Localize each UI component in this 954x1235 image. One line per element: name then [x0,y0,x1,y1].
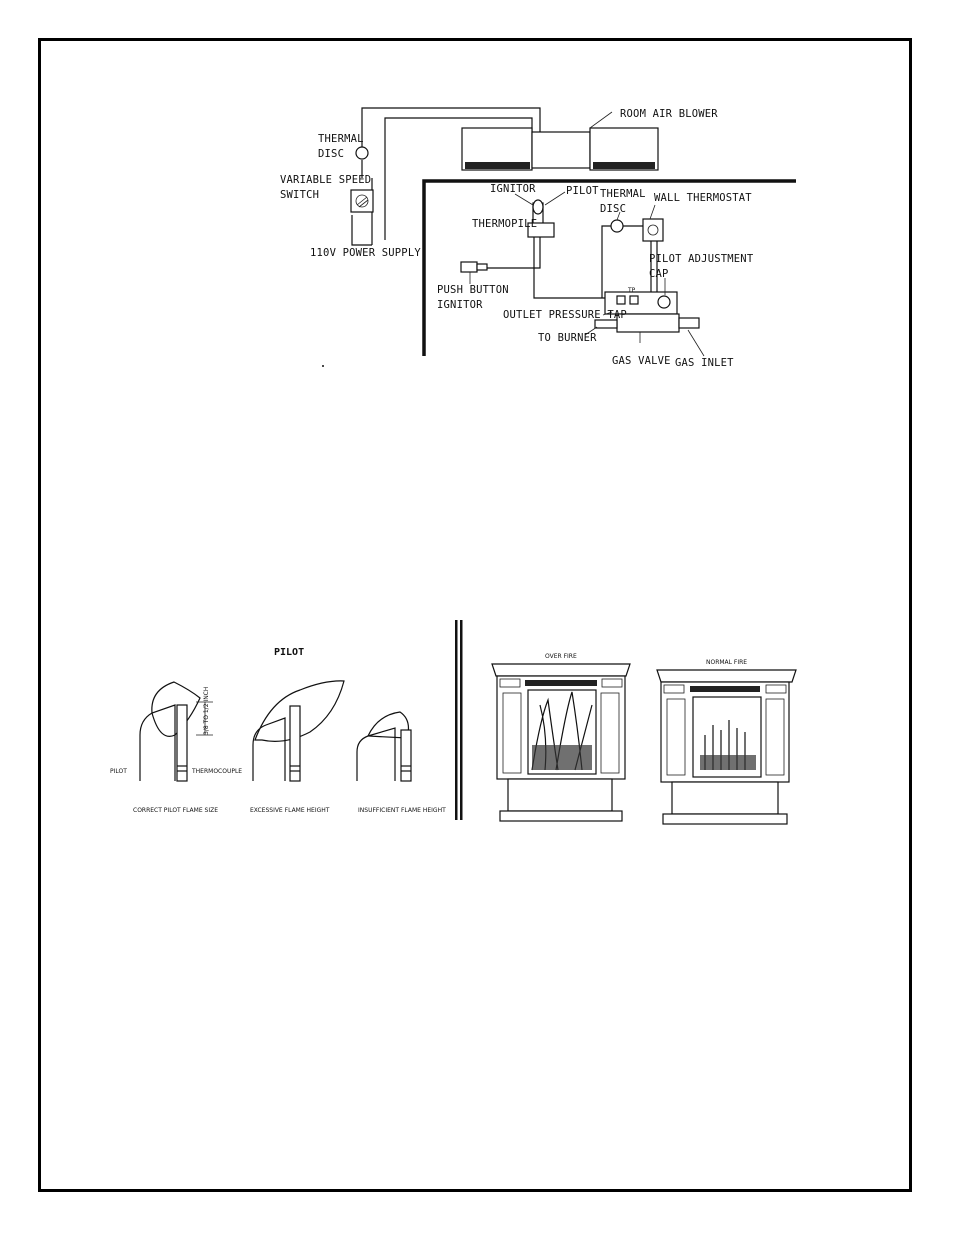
ignitor-wire [487,237,541,269]
label-measure: 3/8 TO 1/2 INCH [203,687,210,735]
label-push-button-b: IGNITOR [437,299,483,311]
push-button-ignitor-icon [460,261,478,273]
label-power-supply: 110V POWER SUPPLY [310,247,421,259]
label-to-burner: TO BURNER [538,332,597,344]
label-ignitor: IGNITOR [490,183,536,195]
label-outlet-pressure-tap: OUTLET PRESSURE TAP [503,309,627,321]
label-gas-inlet: GAS INLET [675,357,734,369]
label-push-button-a: PUSH BUTTON [437,284,509,296]
label-thermal-disc-2b: DISC [600,203,626,215]
label-over-fire: OVER FIRE [545,653,577,660]
thermocouple-rod [176,704,188,782]
wire-thermal-disc-to-blower [361,107,541,148]
firebox-wall [422,179,796,356]
thermal-disc-icon [355,146,369,160]
pilot-flame-diagram: PILOT 3/8 TO 1/2 INCH PILOT THERMOCOUPLE… [110,647,446,814]
label-pilot: PILOT [566,185,599,197]
label-pilot-adjustment-a: PILOT ADJUSTMENT [649,253,754,265]
insufficient-flame-figure: INSUFFICIENT FLAME HEIGHT [356,711,446,814]
wall-thermostat-icon [642,218,664,242]
burner-outlet-pipe [594,319,618,329]
pilot-adjustment-cap-icon [657,295,671,309]
label-room-air-blower: ROOM AIR BLOWER [620,108,718,120]
blower-shadow-right [593,162,655,169]
label-pilot-adjustment-b: CAP [649,268,669,280]
pilot-tube [533,237,605,299]
label-thermopile: THERMOPILE [472,218,537,230]
label-excessive: EXCESSIVE FLAME HEIGHT [250,807,330,814]
blower-motor [531,131,591,169]
over-fire-stove: OVER FIRE [491,653,631,822]
label-gas-valve: GAS VALVE [612,355,671,367]
label-pilot-part: PILOT [110,768,127,775]
thermal-disc-wire [601,225,611,298]
correct-flame-icon [151,681,201,737]
over-fire-flames-icon [531,691,593,771]
label-insufficient: INSUFFICIENT FLAME HEIGHT [358,807,446,814]
label-variable-speed-b: SWITCH [280,189,319,201]
gas-inlet-pipe [678,317,700,329]
blower-shadow-left [465,162,530,169]
label-variable-speed-a: VARIABLE SPEED [280,174,371,186]
label-wall-thermostat: WALL THERMOSTAT [654,192,752,204]
divider-left [455,620,458,820]
wire-switch-loop [351,215,372,246]
label-thermal-disc-1a: THERMAL [318,133,364,145]
label-normal-fire: NORMAL FIRE [706,659,747,666]
normal-fire-flames-icon [704,720,746,770]
excessive-flame-figure: EXCESSIVE FLAME HEIGHT [250,680,345,814]
label-thermal-disc-2a: THERMAL [600,188,646,200]
pilot-title: PILOT [274,647,304,658]
wire-power-to-blower [384,117,533,240]
normal-fire-stove: NORMAL FIRE [656,659,797,825]
label-thermocouple: THERMOCOUPLE [191,768,242,775]
label-tp: TP [627,287,636,294]
page-border [38,38,912,1192]
fire-comparison-diagram: OVER FIRE NORMAL FIRE [491,653,797,825]
thermal-disc-2-icon [610,219,624,233]
label-thermal-disc-1b: DISC [318,148,344,160]
correct-flame-figure: 3/8 TO 1/2 INCH PILOT THERMOCOUPLE CORRE… [110,681,242,814]
wiring-diagram: ROOM AIR BLOWER THERMAL DISC VARIABLE SP… [280,107,796,369]
label-correct: CORRECT PILOT FLAME SIZE [133,807,218,814]
divider-right [460,620,463,820]
switch-knob-icon [355,194,369,208]
